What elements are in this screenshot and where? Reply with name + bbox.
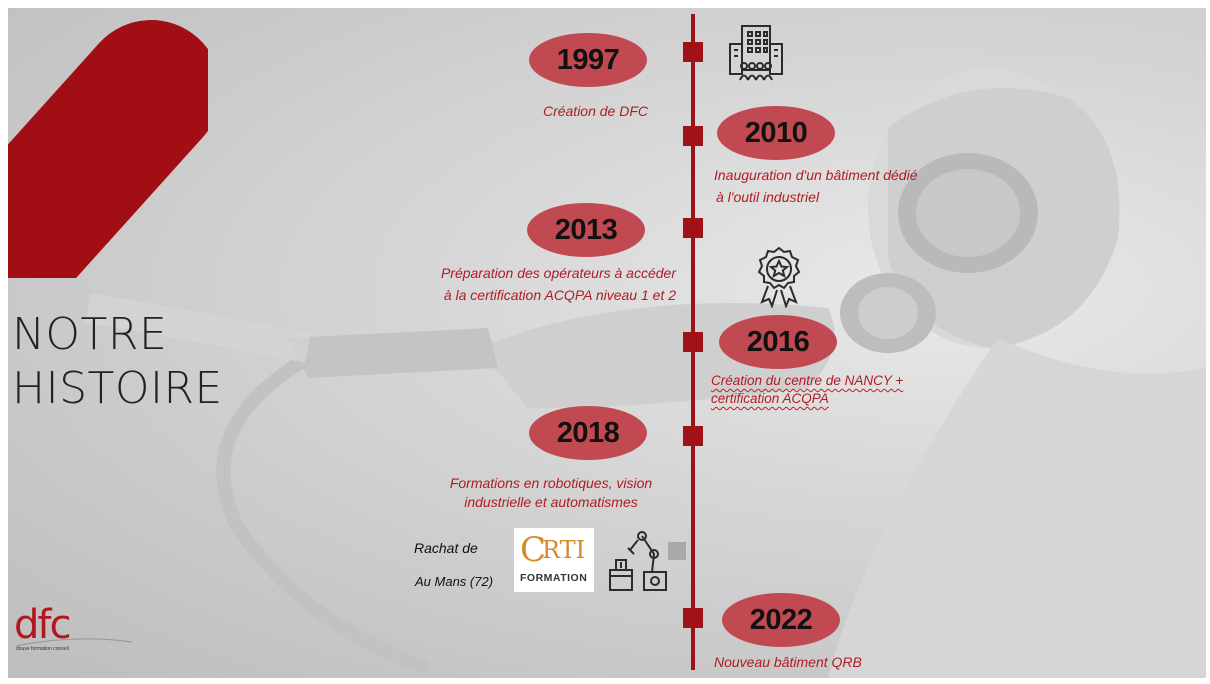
timeline-marker-2018 bbox=[683, 426, 703, 446]
year-pill-1997: 1997 bbox=[529, 33, 647, 87]
crti-formation-logo: C RTI FORMATION bbox=[514, 528, 594, 592]
robot-arm-icon bbox=[609, 531, 667, 591]
dfc-logo: dfc douve formation conseil bbox=[14, 602, 134, 652]
timeline-marker-1997 bbox=[683, 42, 703, 62]
timeline-marker-2013 bbox=[683, 218, 703, 238]
caption-2022-line-1: Nouveau bâtiment QRB bbox=[714, 654, 862, 670]
dfc-logo-tagline: douve formation conseil bbox=[16, 646, 69, 652]
caption-2010-line-2: à l'outil industriel bbox=[716, 189, 820, 205]
background-photo bbox=[85, 68, 1206, 678]
year-pill-2022: 2022 bbox=[722, 593, 840, 647]
caption-2018-line-2: industrielle et automatismes bbox=[464, 494, 638, 510]
caption-2018-line-1: Formations en robotiques, vision bbox=[449, 475, 653, 491]
page-title: NOTRE HISTOIRE bbox=[12, 308, 223, 416]
timeline-marker-2022 bbox=[683, 608, 703, 628]
timeline-marker-2016 bbox=[683, 332, 703, 352]
acquisition-label: Rachat de bbox=[414, 540, 478, 556]
corner-decoration bbox=[8, 8, 208, 278]
year-pill-2016: 2016 bbox=[719, 315, 837, 369]
office-building-icon bbox=[729, 25, 783, 81]
caption-1997-line-1: Création de DFC bbox=[542, 103, 648, 119]
caption-2013-line-1: Préparation des opérateurs à accéder bbox=[440, 265, 676, 281]
crti-logo-rti: RTI bbox=[542, 536, 586, 564]
caption-2013-line-2: à la certification ACQPA niveau 1 et 2 bbox=[443, 287, 676, 303]
dfc-logo-text: dfc bbox=[14, 602, 71, 648]
caption-2013: Préparation des opérateurs à accéder à l… bbox=[378, 262, 676, 306]
caption-2010: Inauguration d'un bâtiment dédié à l'out… bbox=[714, 164, 1014, 208]
year-pill-2010: 2010 bbox=[717, 106, 835, 160]
caption-2022: Nouveau bâtiment QRB bbox=[714, 651, 954, 673]
title-line-2: HISTOIRE bbox=[12, 363, 223, 414]
award-badge-icon bbox=[757, 246, 801, 308]
timeline-marker-2010 bbox=[683, 126, 703, 146]
year-pill-2018: 2018 bbox=[529, 406, 647, 460]
crti-logo-formation: FORMATION bbox=[520, 572, 588, 584]
title-line-1: NOTRE bbox=[12, 309, 168, 360]
caption-1997: Création de DFC bbox=[448, 100, 648, 122]
acquisition-location: Au Mans (72) bbox=[415, 574, 494, 589]
caption-2018: Formations en robotiques, vision industr… bbox=[416, 474, 686, 512]
caption-2016: Création du centre de NANCY + certificat… bbox=[711, 372, 1011, 408]
caption-2016-line-1: Création du centre de NANCY + bbox=[711, 373, 904, 388]
caption-2016-line-2: certification ACQPA bbox=[711, 391, 829, 406]
placeholder-square bbox=[668, 542, 686, 560]
crti-logo-letter: C bbox=[520, 530, 547, 570]
year-pill-2013: 2013 bbox=[527, 203, 645, 257]
caption-2010-line-1: Inauguration d'un bâtiment dédié bbox=[714, 167, 918, 183]
slide: NOTRE HISTOIRE 1997 Création de DFC 2010… bbox=[8, 8, 1206, 678]
logo-swoosh bbox=[15, 638, 133, 647]
